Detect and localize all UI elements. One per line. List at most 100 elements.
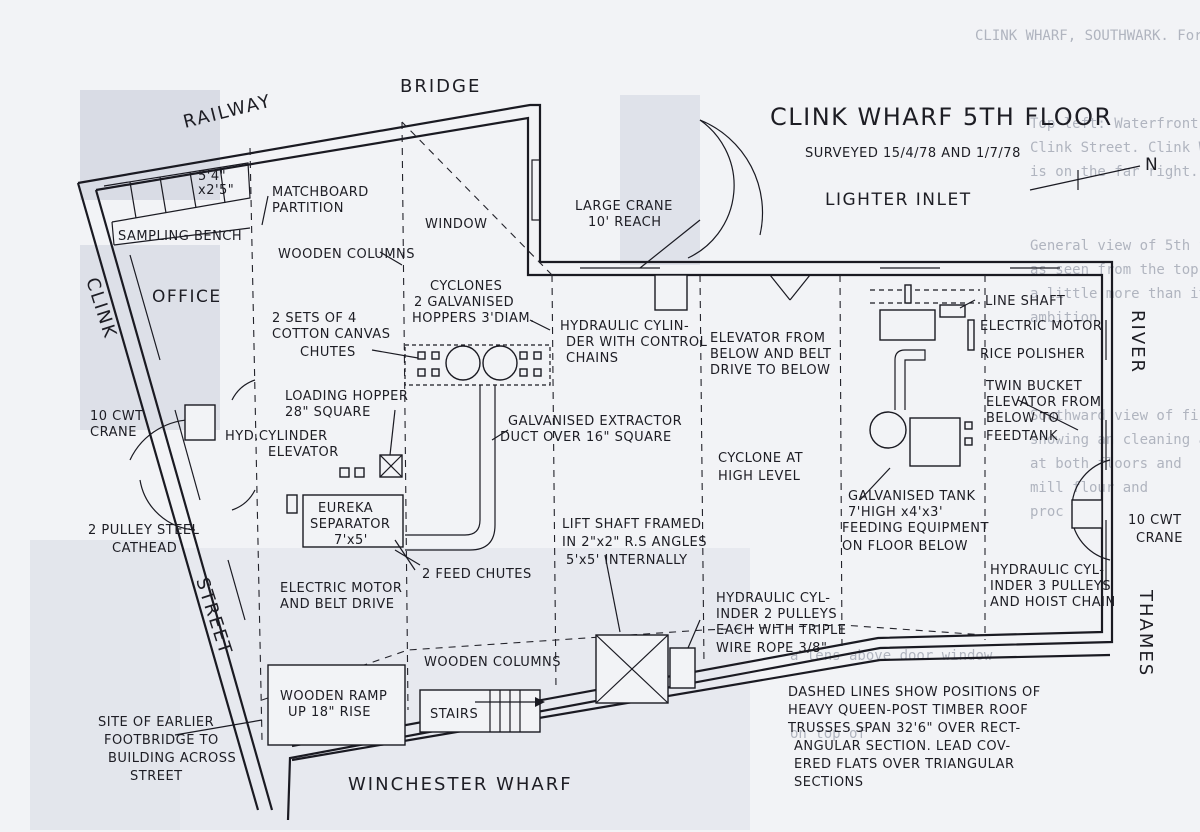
bg-line: General view of 5th floor (1030, 238, 1200, 254)
footbridge-label-4: STREET (130, 769, 183, 784)
twin-bucket-label-2: ELEVATOR FROM (986, 395, 1101, 410)
twin-bucket-label-3: BELOW TO (986, 411, 1059, 426)
feed-chutes-label: 2 FEED CHUTES (422, 567, 532, 582)
bg-line: on top of (790, 726, 866, 742)
extractor-label: GALVANISED EXTRACTOR (508, 414, 682, 429)
note-line: HEAVY QUEEN-POST TIMBER ROOF (788, 703, 1028, 718)
elevator-below-label-3: DRIVE TO BELOW (710, 363, 830, 378)
bench-dimension-2: x2'5" (198, 183, 234, 198)
lift-shaft-label-3: 5'x5' INTERNALLY (566, 553, 688, 568)
elevator-below-label: ELEVATOR FROM (710, 331, 825, 346)
pulley-steel-label-2: CATHEAD (112, 541, 177, 556)
extractor-label-2: DUCT OVER 16" SQUARE (500, 430, 672, 445)
cyclones (404, 344, 551, 386)
electric-motor-left-label: ELECTRIC MOTOR (280, 581, 402, 596)
right-machinery (769, 274, 1079, 467)
wooden-columns-bottom-label: WOODEN COLUMNS (424, 655, 561, 670)
eureka-separator (302, 494, 404, 548)
right-crane-label: 10 CWT (1128, 513, 1182, 528)
stairs (419, 689, 545, 733)
bg-line: Top left: Waterfront of (1030, 116, 1200, 132)
hoist-label-2: INDER 3 PULLEYS (990, 579, 1111, 594)
right-crane (1071, 459, 1111, 561)
electric-motor-left-label-2: AND BELT DRIVE (280, 597, 394, 612)
galvanised-tank-label: GALVANISED TANK (848, 489, 975, 504)
left-crane-label: 10 CWT (90, 409, 144, 424)
office-label: OFFICE (152, 287, 222, 307)
eureka-label-2: SEPARATOR (310, 517, 390, 532)
hyd-lower-label-3: EACH WITH TRIPLE (716, 623, 847, 638)
chutes-label: 2 SETS OF 4 (272, 311, 357, 326)
bg-line: mill flour and (1030, 480, 1148, 496)
footbridge-label-2: FOOTBRIDGE TO (104, 733, 219, 748)
bg-line: ambition (1030, 310, 1097, 326)
hyd-lower-label-4: WIRE ROPE 3/8" (716, 641, 827, 656)
note-line: TRUSSES SPAN 32'6" OVER RECT- (787, 721, 1021, 736)
truss-note: DASHED LINES SHOW POSITIONS OF HEAVY QUE… (787, 685, 1041, 790)
lift-shaft (595, 634, 696, 704)
hydraulic-top-label-2: DER WITH CONTROL (566, 335, 708, 350)
truss-lines (249, 121, 986, 741)
cyclones-label: CYCLONES (430, 279, 502, 294)
hyd-cylinder-label: HYD.CYLINDER (225, 429, 328, 444)
hydraulic-top-label: HYDRAULIC CYLIN- (560, 319, 689, 334)
large-crane (639, 119, 764, 269)
note-line: DASHED LINES SHOW POSITIONS OF (788, 685, 1041, 700)
hydraulic-cylinder-box (654, 274, 688, 311)
electric-motor-right-label: ELECTRIC MOTOR (980, 319, 1102, 334)
note-line: ERED FLATS OVER TRIANGULAR (794, 757, 1015, 772)
galvanised-tank-size: 7'HIGH x4'x3' (848, 505, 943, 520)
matchboard-label: MATCHBOARD (272, 185, 369, 200)
survey-dates: SURVEYED 15/4/78 AND 1/7/78 (805, 146, 1021, 161)
partition-label: PARTITION (272, 201, 344, 216)
right-crane-label-2: CRANE (1136, 531, 1183, 546)
bg-line: showing an cleaning area (1030, 432, 1200, 448)
ramp-rise-label: UP 18" RISE (288, 705, 371, 720)
lift-shaft-label: LIFT SHAFT FRAMED (562, 517, 701, 532)
loading-hopper (286, 454, 403, 514)
stairs-label: STAIRS (430, 707, 478, 722)
winchester-wharf-label: WINCHESTER WHARF (348, 774, 573, 795)
bg-line: a little more than its (1030, 286, 1200, 302)
hydraulic-top-label-3: CHAINS (566, 351, 619, 366)
ramp-label: WOODEN RAMP (280, 689, 387, 704)
large-crane-label: LARGE CRANE (575, 199, 673, 214)
north-label: N (1145, 155, 1159, 175)
line-shaft-label: LINE SHAFT (985, 294, 1065, 309)
chutes-label-2: COTTON CANVAS (272, 327, 390, 342)
north-arrow-icon (1029, 165, 1141, 191)
extractor-duct (405, 385, 496, 551)
eureka-size: 7'x5' (334, 533, 368, 548)
bridge-label: BRIDGE (400, 76, 481, 97)
wooden-columns-top-label: WOODEN COLUMNS (278, 247, 415, 262)
window-label: WINDOW (425, 217, 488, 232)
eureka-label: EUREKA (318, 501, 373, 516)
left-crane-label-2: CRANE (90, 425, 137, 440)
hyd-lower-label: HYDRAULIC CYL- (716, 591, 830, 606)
river-label: RIVER (1127, 310, 1148, 374)
twin-bucket-label-4: FEEDTANK (986, 429, 1058, 444)
thames-label: THAMES (1135, 589, 1156, 677)
lift-shaft-label-2: IN 2"x2" R.S ANGLES (562, 535, 707, 550)
chutes-label-3: CHUTES (300, 345, 356, 360)
cyclone-high-label: CYCLONE AT (718, 451, 803, 466)
large-crane-reach: 10' REACH (588, 215, 662, 230)
sampling-bench-label: SAMPLING BENCH (118, 229, 242, 244)
cyclones-desc-2: HOPPERS 3'DIAM. (412, 311, 535, 326)
wooden-ramp (267, 664, 406, 746)
note-line: ANGULAR SECTION. LEAD COV- (794, 739, 1011, 754)
rice-polisher-label: RICE POLISHER (980, 347, 1085, 362)
pulley-steel-label: 2 PULLEY STEEL (88, 523, 200, 538)
leader-lines (174, 195, 976, 736)
footbridge-label-3: BUILDING ACROSS (108, 751, 236, 766)
hoist-label: HYDRAULIC CYL- (990, 563, 1104, 578)
left-crane (129, 379, 256, 531)
cyclones-desc: 2 GALVANISED (414, 295, 514, 310)
hyd-lower-label-2: INDER 2 PULLEYS (716, 607, 837, 622)
bg-line: CLINK WHARF, SOUTHWARK. For details of C… (975, 28, 1200, 44)
elevator-below-label-2: BELOW AND BELT (710, 347, 831, 362)
note-line: SECTIONS (794, 775, 864, 790)
hoist-label-3: AND HOIST CHAIN (990, 595, 1116, 610)
galvanised-tank-label-4: ON FLOOR BELOW (842, 539, 968, 554)
